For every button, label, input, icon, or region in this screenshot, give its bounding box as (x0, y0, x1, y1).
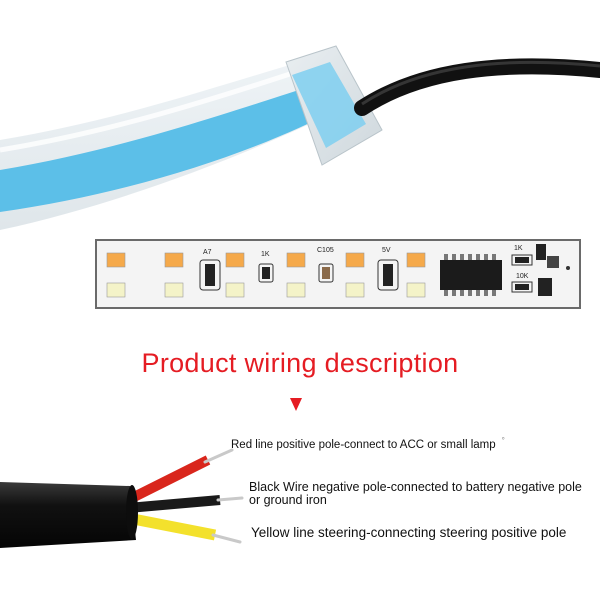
end-cap (285, 45, 383, 166)
led-column (406, 252, 426, 298)
black-wire (127, 495, 221, 513)
red-wire-label-text: Red line positive pole-connect to ACC or… (231, 438, 496, 451)
yellow-wire (126, 512, 217, 541)
red-wire-label-mark: ° (501, 436, 505, 445)
resistor (377, 259, 399, 291)
led-column (164, 252, 184, 298)
smd-components (511, 244, 570, 296)
yellow-wire-label: Yellow line steering-connecting steering… (251, 525, 567, 540)
page-title: Product wiring description (141, 348, 459, 378)
wire-bundle (0, 448, 244, 548)
pcb-label: C105 (317, 247, 334, 254)
resistor (199, 259, 221, 291)
led-column (225, 252, 245, 298)
ic-chip (440, 254, 502, 296)
black-wire-label: Black Wire negative pole-connected to ba… (249, 480, 582, 507)
strip-power-cable (354, 58, 600, 116)
capacitor (318, 263, 334, 283)
red-wire-label: Red line positive pole-connect to ACC or… (231, 436, 505, 451)
pcb-label: 1K (261, 251, 270, 258)
resistor (258, 263, 274, 283)
pcb-label: 1K (514, 245, 523, 252)
main-cable (0, 482, 136, 548)
pcb-label: 10K (516, 273, 529, 280)
led-column (286, 252, 306, 298)
led-column (106, 252, 126, 298)
pcb-label: A7 (203, 249, 212, 256)
down-triangle-icon (290, 398, 302, 411)
pcb-label: 5V (382, 247, 391, 254)
circuit-board: A7 1K C105 5V 1K 10K (95, 239, 581, 309)
led-strip-tube (0, 62, 360, 230)
led-column (345, 252, 365, 298)
red-wire (125, 455, 211, 505)
